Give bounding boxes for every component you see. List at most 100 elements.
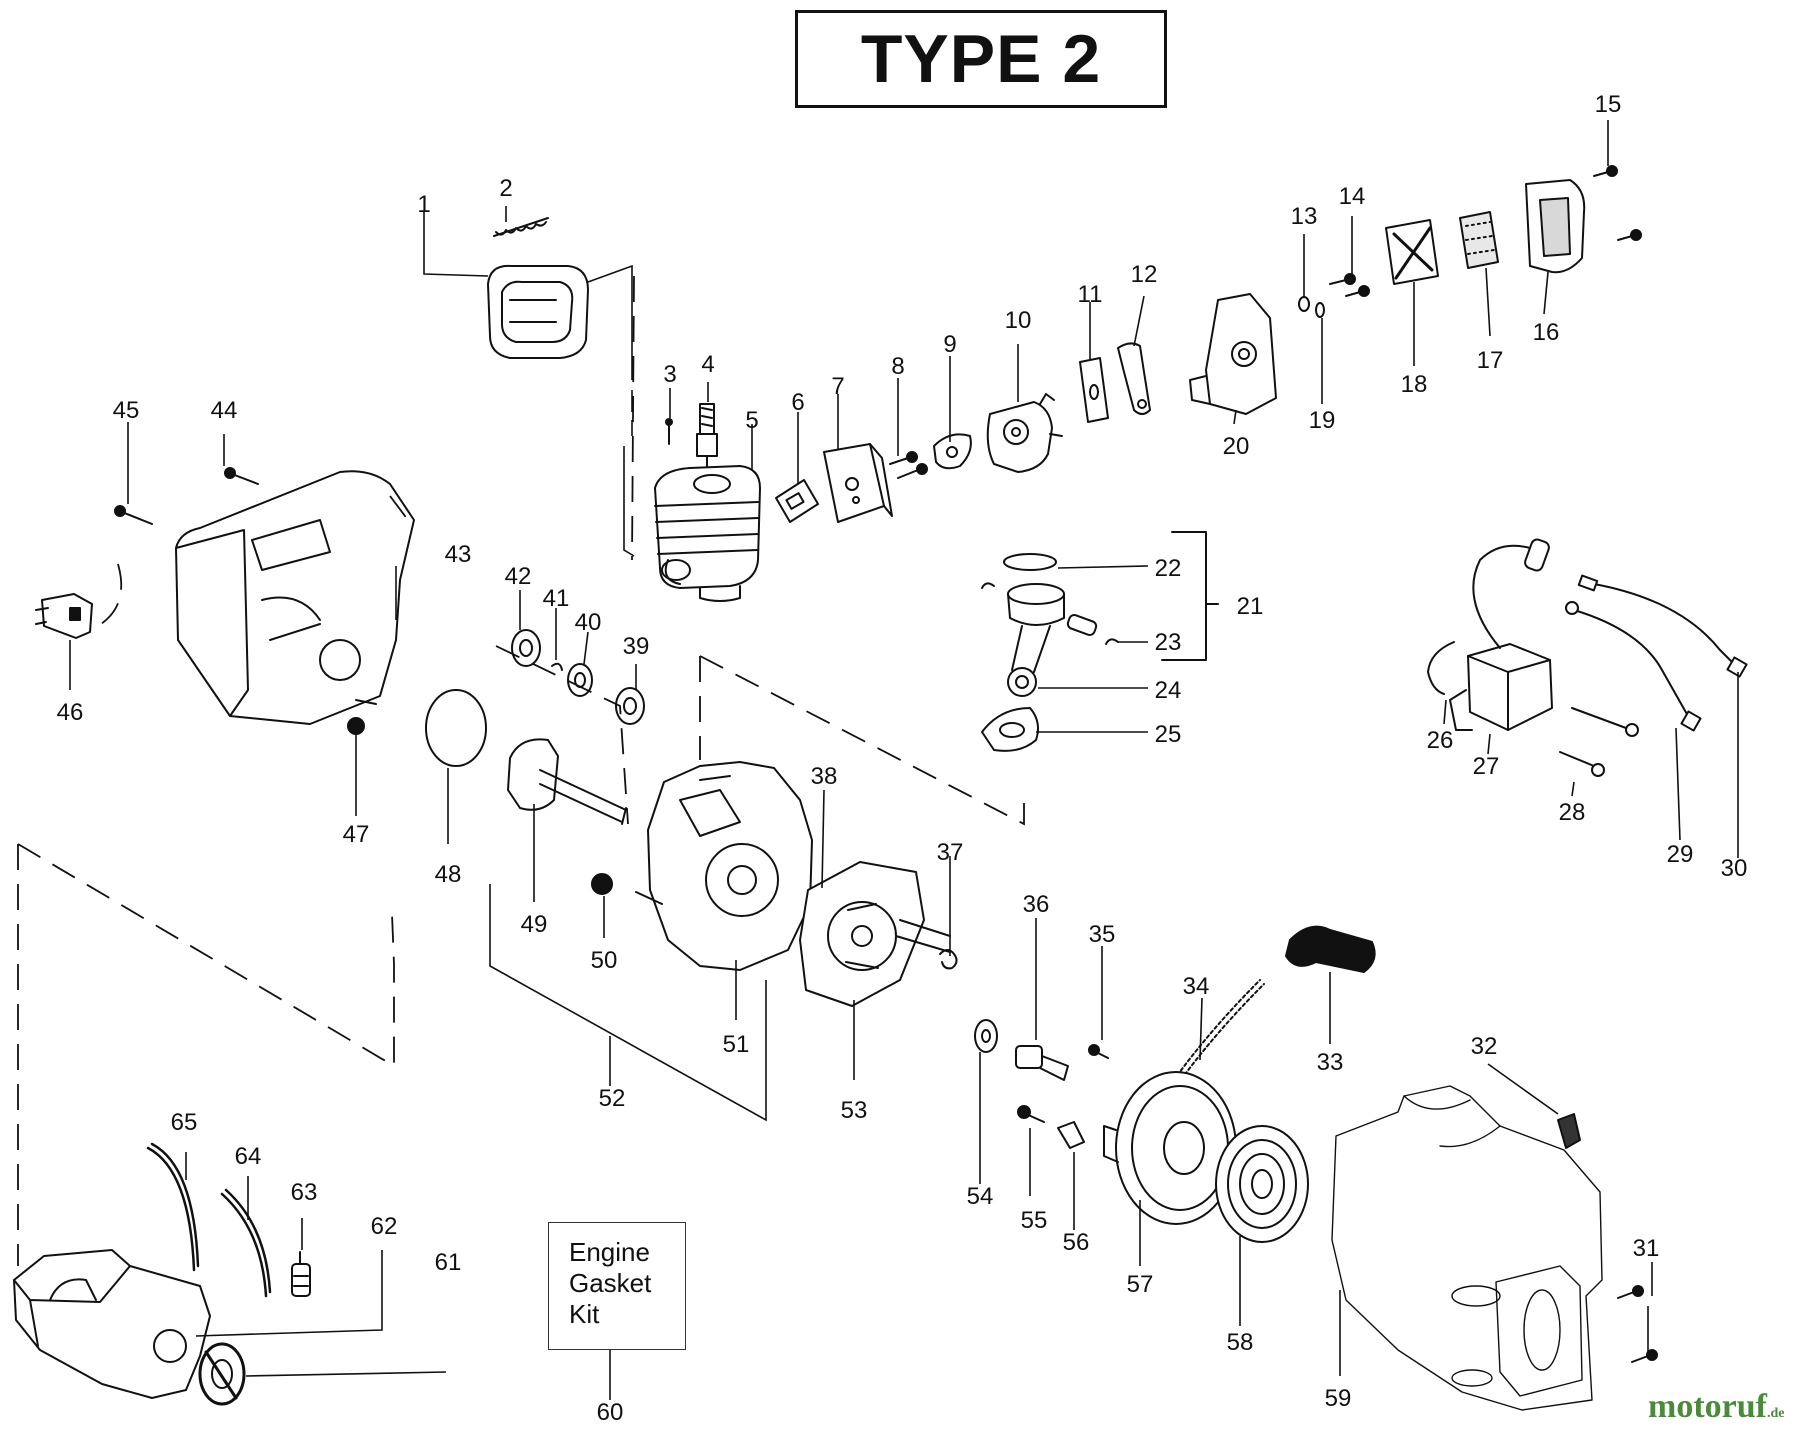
engine-gasket-kit-box: Engine Gasket Kit	[548, 1222, 686, 1350]
part-label-35: 35	[1089, 921, 1116, 948]
part-shape-20	[1189, 293, 1277, 415]
part-shape-25	[981, 707, 1039, 752]
part-shape-6	[775, 479, 819, 523]
part-shape-36	[1015, 1045, 1069, 1081]
part-shape-18	[1385, 219, 1439, 285]
part-shape-58	[1215, 1125, 1309, 1243]
dashed-alignment-lines	[17, 275, 1025, 1266]
part-label-19: 19	[1309, 407, 1336, 434]
kit-label-line-3: Kit	[569, 1299, 600, 1329]
part-shape-13	[1298, 296, 1310, 312]
watermark-main: motoruf	[1648, 1388, 1767, 1425]
part-shape-10	[986, 393, 1063, 473]
part-label-9: 9	[943, 331, 956, 358]
part-label-4: 4	[701, 351, 714, 378]
part-label-42: 42	[505, 563, 532, 590]
part-label-47: 47	[343, 821, 370, 848]
part-label-57: 57	[1127, 1271, 1154, 1298]
part-shape-48	[425, 689, 487, 767]
part-label-10: 10	[1005, 307, 1032, 334]
part-shape-61	[198, 1342, 246, 1406]
part-label-30: 30	[1721, 855, 1748, 882]
part-shape-19	[1315, 302, 1325, 318]
part-label-6: 6	[791, 389, 804, 416]
part-label-29: 29	[1667, 841, 1694, 868]
part-label-46: 46	[57, 699, 84, 726]
part-shape-54	[974, 1019, 998, 1053]
part-label-48: 48	[435, 861, 462, 888]
part-label-60: 60	[597, 1399, 624, 1426]
part-label-17: 17	[1477, 347, 1504, 374]
part-label-27: 27	[1473, 753, 1500, 780]
part-shape-65	[146, 1142, 200, 1272]
part-shape-33	[1285, 925, 1376, 973]
part-shape-9	[933, 433, 972, 470]
diagram-title: TYPE 2	[860, 21, 1102, 97]
part-shape-63	[291, 1251, 311, 1297]
watermark-logo: motoruf.de	[1648, 1388, 1784, 1426]
part-shape-45	[114, 505, 153, 525]
part-label-12: 12	[1131, 261, 1158, 288]
part-shape-53	[799, 861, 951, 1007]
part-shape-12	[1117, 342, 1151, 415]
part-label-28: 28	[1559, 799, 1586, 826]
part-shape-43	[175, 470, 415, 725]
part-shape-64	[220, 1188, 272, 1298]
part-shape-39	[615, 687, 645, 725]
part-label-26: 26	[1427, 727, 1454, 754]
part-shape-5	[654, 465, 761, 602]
part-shape-46	[35, 593, 93, 639]
part-label-43: 43	[445, 541, 472, 568]
part-shape-56	[1057, 1121, 1085, 1149]
part-label-18: 18	[1401, 371, 1428, 398]
part-label-52: 52	[599, 1085, 626, 1112]
part-label-40: 40	[575, 609, 602, 636]
part-label-21: 21	[1237, 593, 1264, 620]
part-label-38: 38	[811, 763, 838, 790]
part-label-58: 58	[1227, 1329, 1254, 1356]
part-label-16: 16	[1533, 319, 1560, 346]
part-shape-37	[939, 949, 958, 970]
part-label-13: 13	[1291, 203, 1318, 230]
part-label-55: 55	[1021, 1207, 1048, 1234]
part-shape-62	[13, 1249, 211, 1399]
part-label-56: 56	[1063, 1229, 1090, 1256]
part-shape-35	[1088, 1044, 1109, 1059]
part-label-14: 14	[1339, 183, 1366, 210]
part-label-44: 44	[211, 397, 238, 424]
part-label-49: 49	[521, 911, 548, 938]
part-label-7: 7	[831, 373, 844, 400]
kit-label-line-2: Gasket	[569, 1268, 652, 1298]
part-shape-1	[487, 264, 589, 359]
part-label-61: 61	[435, 1249, 462, 1276]
part-label-33: 33	[1317, 1049, 1344, 1076]
part-label-50: 50	[591, 947, 618, 974]
part-shape-29	[1565, 601, 1702, 732]
title-box: TYPE 2	[795, 10, 1167, 108]
part-label-1: 1	[417, 191, 430, 218]
part-label-31: 31	[1633, 1235, 1660, 1262]
part-shape-4	[696, 403, 718, 467]
part-shape-14	[1329, 273, 1370, 297]
part-label-11: 11	[1078, 281, 1103, 308]
part-label-22: 22	[1155, 555, 1182, 582]
part-shape-57	[1103, 1071, 1237, 1225]
part-shape-49	[507, 738, 627, 825]
part-shape-2	[493, 217, 549, 237]
leader-lines	[69, 120, 1739, 1400]
part-shape-44	[224, 467, 259, 485]
part-shape-32	[1557, 1113, 1581, 1149]
part-shape-3	[665, 418, 673, 445]
part-label-37: 37	[937, 839, 964, 866]
part-shape-47	[347, 717, 365, 735]
part-shape-51	[635, 761, 813, 971]
kit-brackets	[489, 884, 767, 1122]
part-label-63: 63	[291, 1179, 318, 1206]
part-shape-59	[1331, 1085, 1603, 1411]
part-label-59: 59	[1325, 1385, 1352, 1412]
part-shape-23	[1066, 614, 1119, 645]
part-label-54: 54	[967, 1183, 994, 1210]
part-label-24: 24	[1155, 677, 1182, 704]
